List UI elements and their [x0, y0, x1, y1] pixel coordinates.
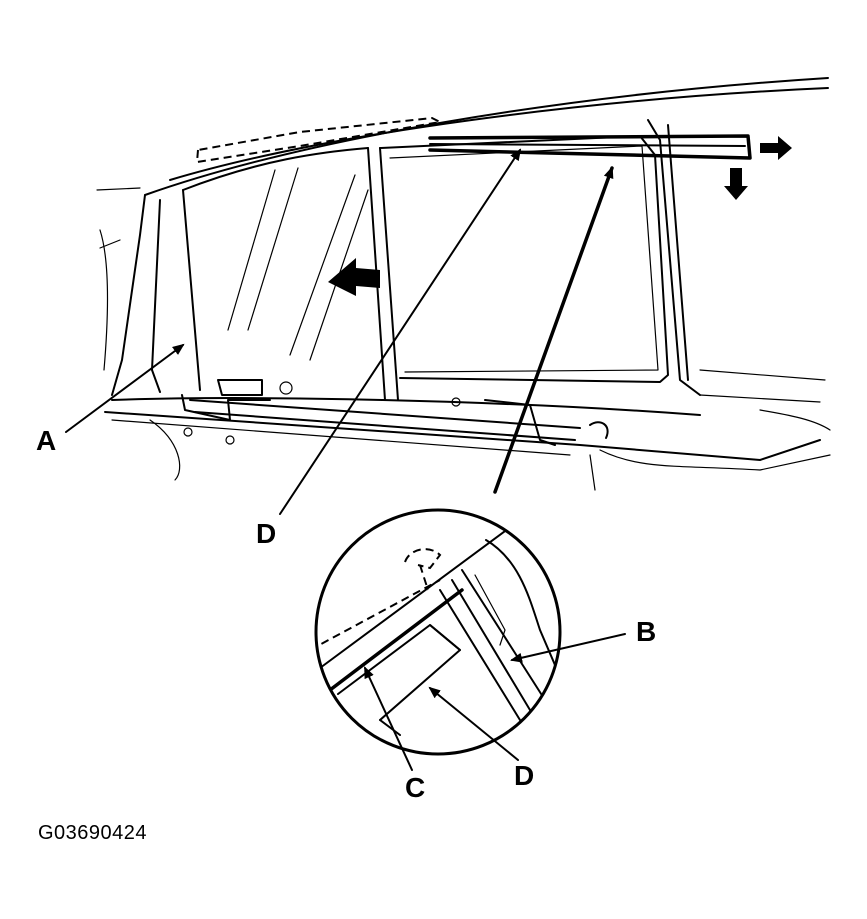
roof-molding — [195, 116, 752, 164]
label-d-upper: D — [256, 518, 276, 549]
label-c: C — [405, 772, 425, 803]
pull-direction-arrows — [328, 136, 792, 296]
callout-labels: A D B C D — [36, 425, 656, 803]
detail-magnifier — [314, 508, 562, 756]
arrow-down-icon — [724, 168, 748, 200]
vehicle-body — [96, 77, 831, 491]
figure-code: G03690424 — [38, 822, 148, 844]
arrow-left-icon — [328, 258, 380, 296]
callout-leaders — [65, 148, 626, 771]
label-a: A — [36, 425, 56, 456]
arrow-right-icon — [760, 136, 792, 160]
label-d-lower: D — [514, 760, 534, 791]
label-b: B — [636, 616, 656, 647]
